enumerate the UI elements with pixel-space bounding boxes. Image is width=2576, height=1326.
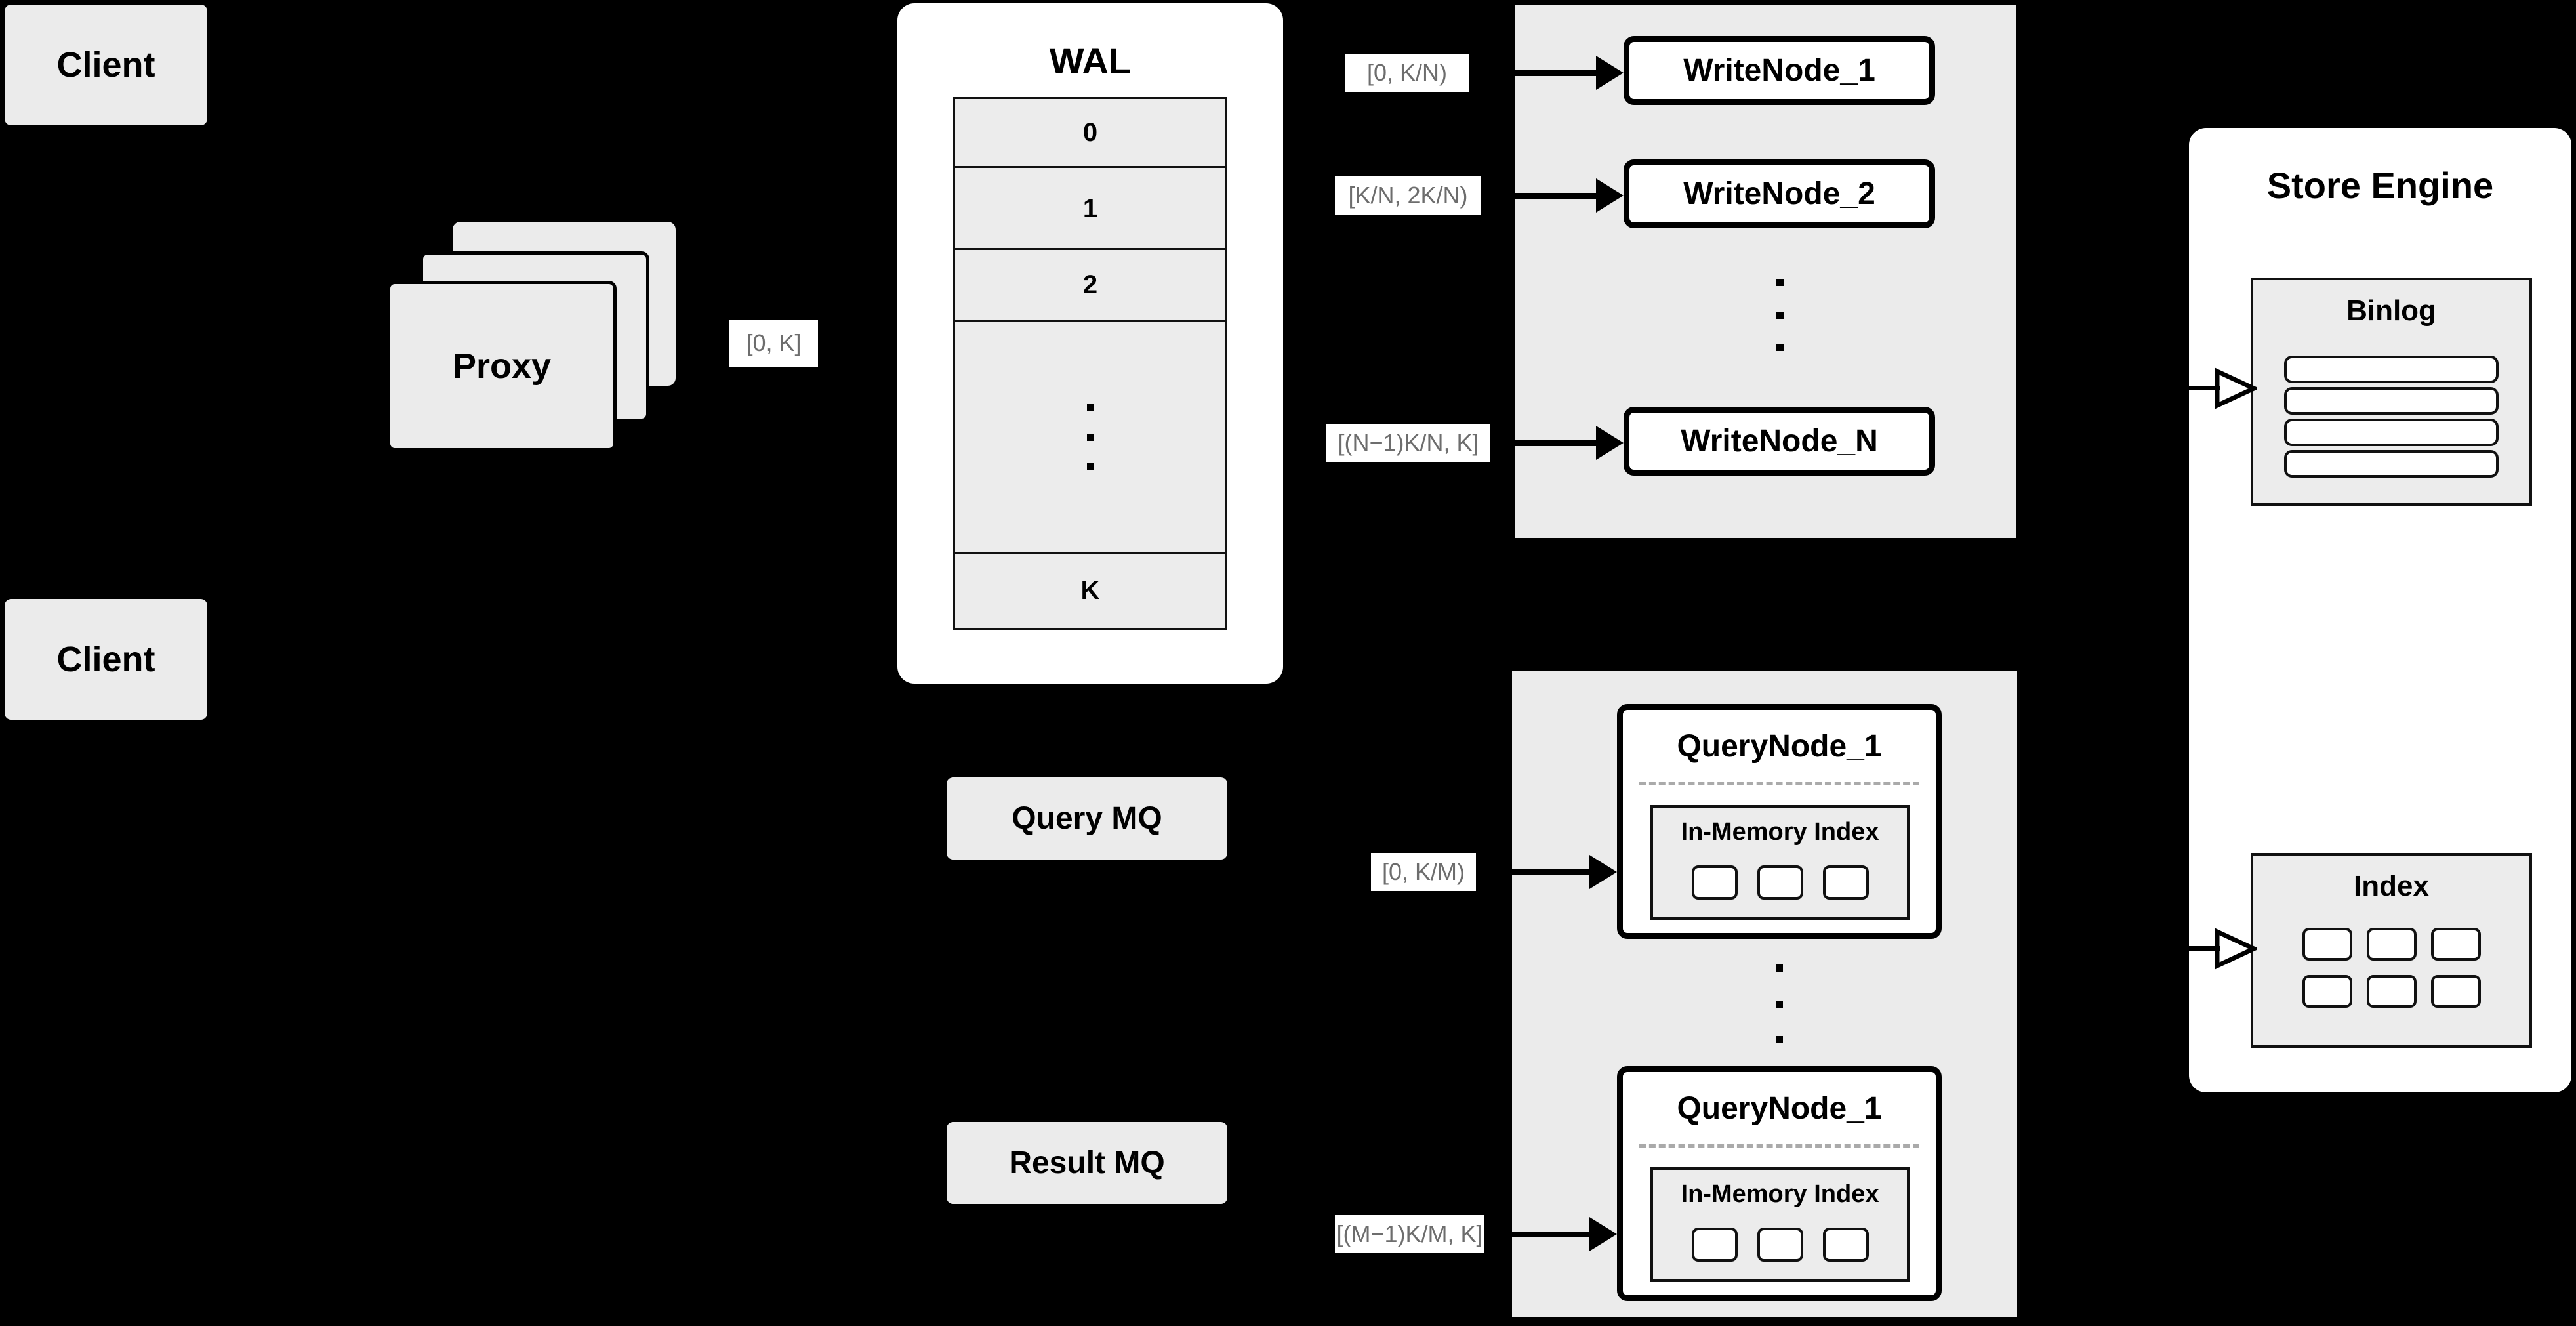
wal-row-item-0[interactable]: 0 [955, 99, 1225, 168]
binlog-arrow-head-open [2215, 367, 2257, 409]
write-node-1-label: WriteNode_1 [1683, 53, 1875, 88]
client-box-2[interactable]: Client [5, 599, 207, 720]
write-node-2-arrow-line [1515, 193, 1601, 199]
client-box-1[interactable]: Client [5, 5, 207, 125]
query-node-1-arrow-line [1512, 869, 1594, 875]
query-node-2-index-chip-3[interactable] [1822, 1228, 1869, 1262]
write-node-n-arrow-head [1596, 426, 1624, 460]
write-node-1-arrow-head [1596, 56, 1624, 90]
query-node-1-index-panel: In-Memory Index [1650, 805, 1910, 920]
query-node-2-index-chip-2[interactable] [1757, 1228, 1803, 1262]
wal-row-ellipsis [955, 322, 1225, 554]
store-index-title: Index [2354, 870, 2429, 902]
query-node-2-divider [1639, 1144, 1919, 1148]
result-mq-label: Result MQ [1009, 1146, 1165, 1180]
query-node-1[interactable]: QueryNode_1 In-Memory Index [1617, 704, 1942, 939]
query-node-2-index-title: In-Memory Index [1681, 1180, 1879, 1208]
write-node-1[interactable]: WriteNode_1 [1624, 36, 1935, 105]
query-node-2-arrow-line [1512, 1232, 1594, 1237]
store-index-chip-2[interactable] [2366, 928, 2417, 961]
store-index-arrow-head-open [2215, 928, 2257, 970]
query-node-2-arrow-head [1589, 1217, 1617, 1251]
client-label-1: Client [56, 45, 155, 85]
proxy-box[interactable]: Proxy [387, 281, 617, 451]
binlog-title: Binlog [2346, 295, 2436, 327]
write-node-n-range: [(N−1)K/N, K] [1326, 424, 1490, 462]
wal-row-stack: 0 1 [953, 97, 1227, 250]
write-node-n-label: WriteNode_N [1681, 424, 1878, 459]
client-label-2: Client [56, 640, 155, 679]
store-engine-title: Store Engine [2266, 165, 2494, 206]
write-node-2[interactable]: WriteNode_2 [1624, 159, 1935, 228]
store-index-chip-1[interactable] [2302, 928, 2352, 961]
query-node-2-range: [(M−1)K/M, K] [1335, 1215, 1484, 1253]
binlog-panel: Binlog [2251, 278, 2532, 506]
write-node-2-label: WriteNode_2 [1683, 176, 1875, 211]
query-node-1-index-chip-2[interactable] [1757, 865, 1803, 900]
binlog-arrow-line [2186, 386, 2220, 390]
store-index-chip-4[interactable] [2302, 975, 2352, 1008]
write-node-2-range: [K/N, 2K/N) [1335, 176, 1481, 215]
wal-row-stack-2: 2 K [953, 248, 1227, 630]
query-node-1-index-chip-1[interactable] [1691, 865, 1738, 900]
result-mq-box[interactable]: Result MQ [947, 1122, 1227, 1204]
binlog-bar-4[interactable] [2284, 450, 2499, 478]
wal-title: WAL [1049, 40, 1132, 81]
wal-row-item-1[interactable]: 1 [955, 168, 1225, 250]
write-node-n-arrow-line [1515, 440, 1601, 446]
write-node-1-range: [0, K/N) [1345, 54, 1469, 92]
store-index-chip-6[interactable] [2430, 975, 2481, 1008]
store-index-panel: Index [2251, 853, 2532, 1048]
write-node-n[interactable]: WriteNode_N [1624, 407, 1935, 476]
query-node-1-range: [0, K/M) [1371, 853, 1476, 891]
query-node-1-title: QueryNode_1 [1677, 729, 1882, 764]
query-node-2-title: QueryNode_1 [1677, 1091, 1882, 1126]
store-index-arrow-line [2186, 946, 2220, 951]
write-node-ellipsis-dots [1776, 279, 1784, 351]
proxy-range-label: [0, K] [729, 320, 818, 367]
write-node-2-arrow-head [1596, 178, 1624, 213]
store-index-chip-5[interactable] [2366, 975, 2417, 1008]
query-node-1-arrow-head [1589, 855, 1617, 889]
query-node-2[interactable]: QueryNode_1 In-Memory Index [1617, 1066, 1942, 1301]
query-node-2-index-panel: In-Memory Index [1650, 1167, 1910, 1282]
wal-ellipsis-dots [1087, 404, 1094, 470]
query-node-1-index-title: In-Memory Index [1681, 818, 1879, 846]
binlog-bar-3[interactable] [2284, 419, 2499, 446]
write-node-1-arrow-line [1515, 70, 1601, 76]
query-node-2-index-chip-1[interactable] [1691, 1228, 1738, 1262]
binlog-bar-2[interactable] [2284, 387, 2499, 415]
query-node-1-index-chip-3[interactable] [1822, 865, 1869, 900]
query-mq-label: Query MQ [1012, 801, 1162, 836]
proxy-label: Proxy [452, 346, 552, 386]
store-index-chip-3[interactable] [2430, 928, 2481, 961]
store-engine-container: Store Engine Binlog Index [2189, 128, 2571, 1092]
query-mq-box[interactable]: Query MQ [947, 777, 1227, 860]
query-node-1-divider [1639, 782, 1919, 785]
query-node-ellipsis-dots [1775, 964, 1783, 1043]
wal-row-item-2[interactable]: 2 [955, 250, 1225, 322]
binlog-bar-1[interactable] [2284, 356, 2499, 383]
wal-row-item-K[interactable]: K [955, 554, 1225, 628]
